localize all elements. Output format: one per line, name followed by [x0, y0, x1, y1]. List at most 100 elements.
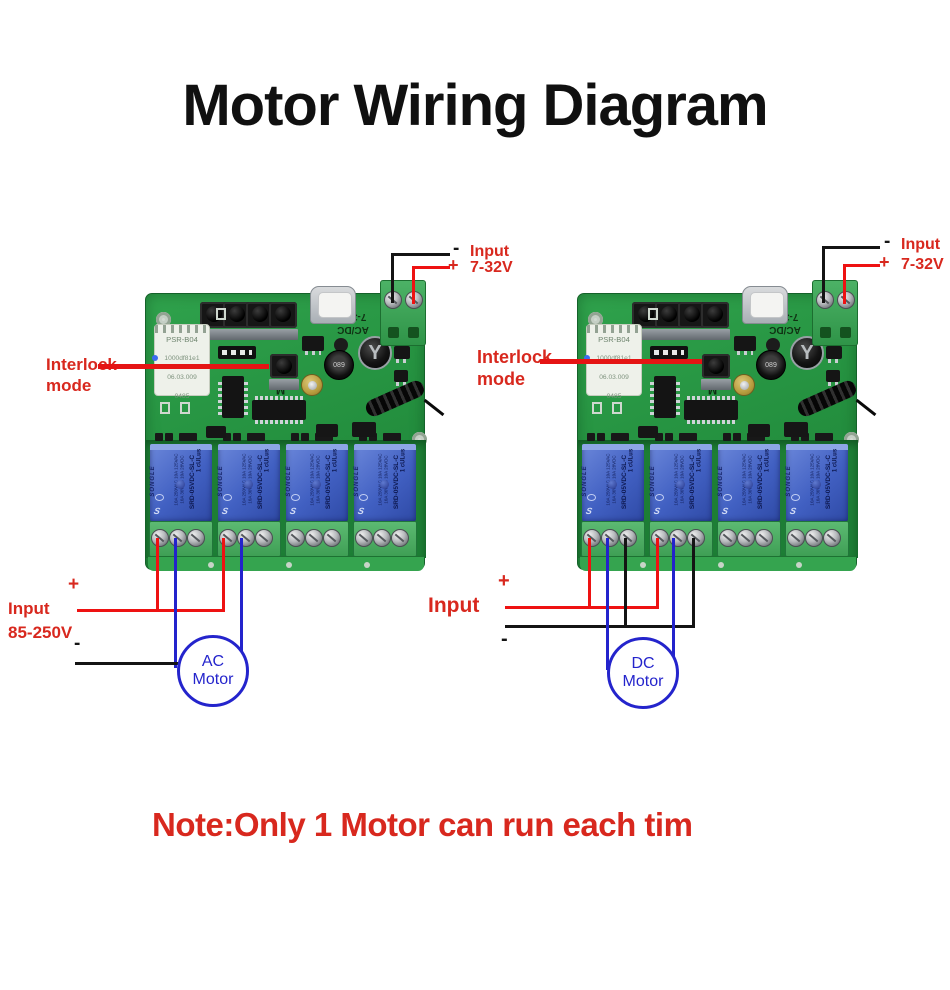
plus-symbol: +	[498, 570, 510, 592]
songle-logo: S	[788, 506, 798, 516]
interlock-mode-button[interactable]	[269, 354, 299, 390]
ul-mark: 1 cULus	[332, 448, 339, 473]
module-label: 06.03.009	[599, 374, 629, 381]
terminal-screw	[755, 529, 773, 547]
relay: SONGLE 10A 250VAC 10A 125VAC10A 30VDC 10…	[718, 444, 780, 521]
driver-ic	[650, 376, 680, 418]
terminal-screw	[255, 529, 273, 547]
wire-dc-plus	[843, 264, 880, 267]
minus-symbol: -	[74, 633, 81, 654]
antenna-coil-icon	[795, 378, 859, 419]
small-ic	[316, 424, 338, 437]
terminal-screw	[687, 529, 705, 547]
relay-pin-dot	[312, 480, 321, 489]
cqc-mark	[587, 494, 596, 501]
transistor	[394, 370, 408, 386]
channel-button-4[interactable]	[700, 302, 730, 340]
input-label: Input	[428, 594, 480, 617]
power-voltage-label: 7-32V	[901, 256, 944, 273]
cqc-mark	[291, 494, 300, 501]
terminal-screw	[823, 529, 841, 547]
interlock-pointer-line	[98, 364, 269, 369]
small-ic	[206, 426, 226, 438]
interlock-pointer-line	[540, 359, 702, 364]
relay: SONGLE 10A 250VAC 10A 125VAC10A 30VDC 10…	[286, 444, 348, 521]
wire-ac-live	[77, 609, 225, 612]
plus-symbol: +	[879, 252, 890, 272]
wire-entry	[820, 327, 831, 338]
terminal-screw	[816, 291, 834, 309]
power-input-label: Input	[470, 243, 510, 260]
terminal-screw	[719, 529, 737, 547]
terminal-screw	[737, 529, 755, 547]
micro-usb-port	[742, 286, 788, 324]
relay: SONGLE 10A 250VAC 10A 125VAC10A 30VDC 10…	[150, 444, 212, 521]
wire-entry	[408, 327, 419, 338]
wire-dc-live	[505, 606, 659, 609]
relay-channel: SONGLE 10A 250VAC 10A 125VAC10A 30VDC 10…	[649, 433, 713, 558]
cqc-mark	[155, 494, 164, 501]
note-text: Note:Only 1 Motor can run each tim	[152, 806, 693, 843]
solder-pads	[160, 402, 170, 414]
relay-terminal-block	[285, 521, 349, 557]
cqc-mark	[223, 494, 232, 501]
songle-logo: S	[288, 506, 298, 516]
relay: SONGLE 10A 250VAC 10A 125VAC10A 30VDC 10…	[650, 444, 712, 521]
wire-dc-minus	[822, 246, 825, 303]
terminal-screw	[805, 529, 823, 547]
mounting-hole	[156, 312, 171, 327]
terminal-screw	[837, 291, 855, 309]
relay: SONGLE 10A 250VAC 10A 125VAC10A 30VDC 10…	[218, 444, 280, 521]
channel-button-4[interactable]	[268, 302, 298, 340]
mcu-ic	[252, 396, 306, 424]
wire-dc-live	[588, 538, 591, 609]
interlock-mode-button[interactable]	[701, 354, 731, 390]
voltage-regulator	[734, 336, 756, 355]
smd-capacitor	[766, 338, 780, 352]
terminal-screw	[151, 529, 169, 547]
page-title: Motor Wiring Diagram	[182, 73, 768, 138]
mains-input-label: Input	[8, 599, 50, 618]
ul-mark: 1 cULus	[264, 448, 271, 473]
relay-pin-dot	[608, 480, 617, 489]
transistor	[826, 370, 840, 386]
terminal-screw	[305, 529, 323, 547]
module-label: 06.03.009	[167, 374, 197, 381]
power-terminal-block	[380, 280, 426, 346]
wire-motor	[672, 538, 675, 670]
wire-dc-plus	[843, 264, 846, 304]
ul-mark: 1 cULus	[832, 448, 839, 473]
wire-dc-live	[656, 538, 659, 609]
module-label: 1000df81e1	[588, 354, 639, 363]
songle-logo: S	[652, 506, 662, 516]
module-label: 1000df81e1	[164, 355, 200, 362]
terminal-screw	[323, 529, 341, 547]
relay-terminal-block	[149, 521, 213, 557]
relay-board-dc: PSR-B04 1000df81e1 06.03.009 0485 AC/DC …	[577, 280, 877, 571]
relay-module-pcb: PSR-B04 1000df81e1 06.03.009 0485 AC/DC …	[577, 280, 877, 571]
terminal-screw	[651, 529, 669, 547]
wire-motor	[606, 538, 609, 670]
relay: SONGLE 10A 250VAC 10A 125VAC10A 30VDC 10…	[786, 444, 848, 521]
mounting-hole	[588, 312, 603, 327]
wire-dc-plus	[412, 266, 415, 304]
terminal-screw	[355, 529, 373, 547]
minus-symbol: -	[501, 628, 508, 650]
relay-pin-dot	[176, 480, 185, 489]
module-label: 0485	[174, 393, 190, 400]
wifi-module: PSR-B04 1000df81e1 06.03.009 0485	[152, 324, 210, 400]
solder-pads	[612, 402, 622, 414]
small-ic	[748, 424, 770, 437]
power-input-label: Input	[901, 236, 941, 253]
relay-channel: SONGLE 10A 250VAC 10A 125VAC10A 30VDC 10…	[353, 433, 417, 558]
terminal-screw	[391, 529, 409, 547]
cqc-mark	[723, 494, 732, 501]
wire-dc-minus	[822, 246, 880, 249]
terminal-screw	[169, 529, 187, 547]
relay-terminal-block	[581, 521, 645, 557]
relay-pin-dot	[676, 480, 685, 489]
antenna-wire	[855, 398, 877, 417]
power-terminal-block	[812, 280, 858, 346]
